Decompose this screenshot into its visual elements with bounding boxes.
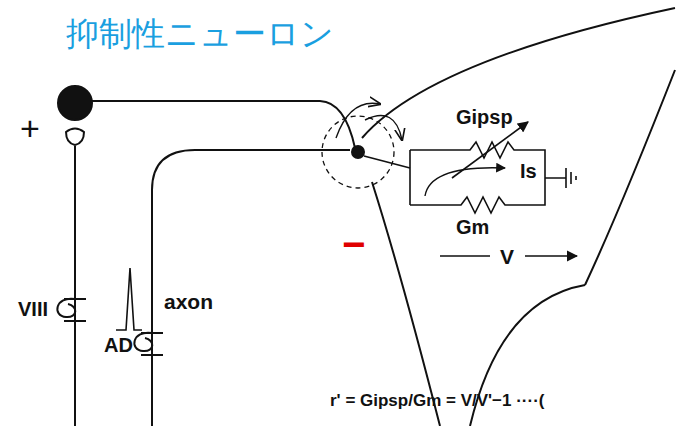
ground-symbol [545,168,576,188]
current-arrow [425,168,505,196]
ad-axon [152,150,350,426]
action-potential [116,268,142,330]
cell-membrane [372,182,440,426]
current-label: Is [520,160,537,182]
synapse-bouton [66,129,84,146]
nerve-label: AD [104,334,133,356]
voltage-label: V [500,245,514,268]
title: 抑制性ニューロン [66,16,334,52]
resistor-symbol [410,142,545,213]
formula: r' = Gipsp/Gm = V/V'−1 ····( [330,392,545,411]
neuron-soma [58,86,92,120]
circuit-wire [364,156,410,168]
inhibitory-axon [92,101,355,148]
nerve-fiber [74,146,76,426]
coil-symbol [57,299,75,317]
terminal-bouton [352,146,364,158]
axon-label: axon [164,290,213,313]
terminal-region [322,116,394,188]
cell-membrane [362,8,675,138]
conductance-label: Gm [456,216,489,238]
plus-sign: + [20,110,40,147]
cell-membrane [585,70,675,285]
nerve-label: VIII [18,298,48,320]
conductance-label: Gipsp [456,106,513,128]
minus-sign: − [342,222,365,266]
coil-symbol [134,333,152,351]
curved-arrow [336,103,380,138]
